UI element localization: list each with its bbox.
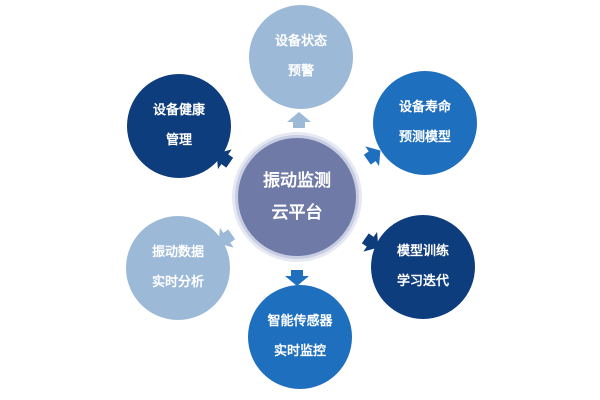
center-line-2: 云平台 xyxy=(271,203,323,223)
node-device-status-warning: 设备状态 预警 xyxy=(249,5,353,109)
arrow-to-bottom xyxy=(285,270,309,286)
node-device-life-prediction: 设备寿命 预测模型 xyxy=(373,71,477,175)
arrow-to-top-right xyxy=(363,146,381,167)
node-label-line-2: 预警 xyxy=(287,64,314,79)
node-label-line-1: 振动数据 xyxy=(151,245,204,260)
node-label-line-2: 学习迭代 xyxy=(396,274,449,289)
node-label-line-2: 预测模型 xyxy=(398,130,451,145)
node-label-line-2: 实时分析 xyxy=(151,275,204,290)
center-line-1: 振动监测 xyxy=(263,171,331,191)
arrow-to-top xyxy=(287,112,311,128)
node-label-line-1: 设备寿命 xyxy=(398,100,451,115)
node-label-line-2: 管理 xyxy=(165,133,192,148)
node-label-line-2: 实时监控 xyxy=(273,344,326,359)
node-label-line-1: 智能传感器 xyxy=(267,314,333,329)
node-vibration-data-analysis: 振动数据 实时分析 xyxy=(126,216,230,320)
node-device-health-management: 设备健康 管理 xyxy=(127,74,231,178)
node-model-training: 模型训练 学习迭代 xyxy=(371,215,475,319)
node-label-line-1: 设备健康 xyxy=(152,103,205,118)
center-node: 振动监测 云平台 xyxy=(235,135,359,259)
node-smart-sensor-monitoring: 智能传感器 实时监控 xyxy=(248,285,352,389)
node-label-line-1: 设备状态 xyxy=(274,34,327,49)
node-label-line-1: 模型训练 xyxy=(396,244,449,259)
